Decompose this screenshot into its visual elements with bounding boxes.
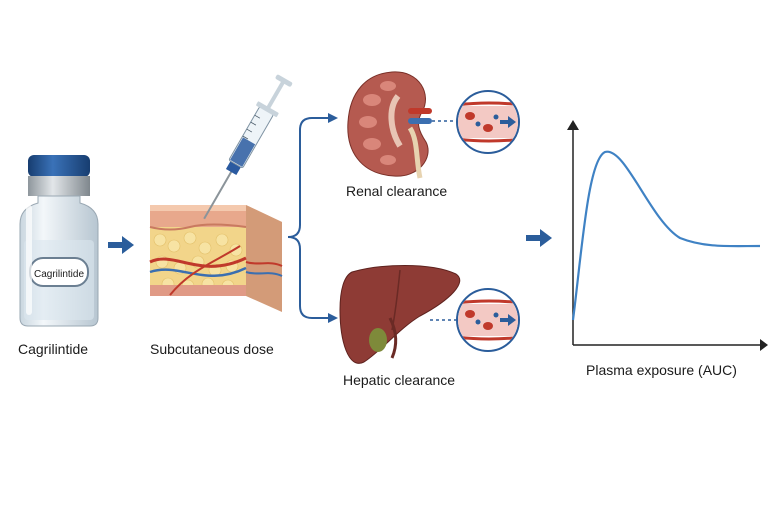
arrow-icon [328,313,338,323]
blood-vessel-icon [456,90,520,154]
hepatic-caption: Hepatic clearance [343,372,456,388]
arrow-icon [328,113,338,123]
vial-label: Cagrilintide [34,269,84,280]
liver-icon [339,265,461,364]
arrow-icon [108,236,134,254]
skin-tissue-icon [149,205,283,312]
dose-caption: Subcutaneous dose [150,341,274,357]
syringe-icon [203,74,293,220]
branch-arrows [287,117,330,319]
kidney-icon [347,71,432,179]
plasma-exposure-plot [567,120,768,351]
renal-caption: Renal clearance [346,183,448,199]
vial-caption: Cagrilintide [18,341,89,357]
arrow-icon [526,229,552,247]
blood-vessel-icon [456,288,520,352]
concentration-curve [571,150,761,321]
vial-icon [19,155,99,327]
auc-caption: Plasma exposure (AUC) [586,362,737,378]
